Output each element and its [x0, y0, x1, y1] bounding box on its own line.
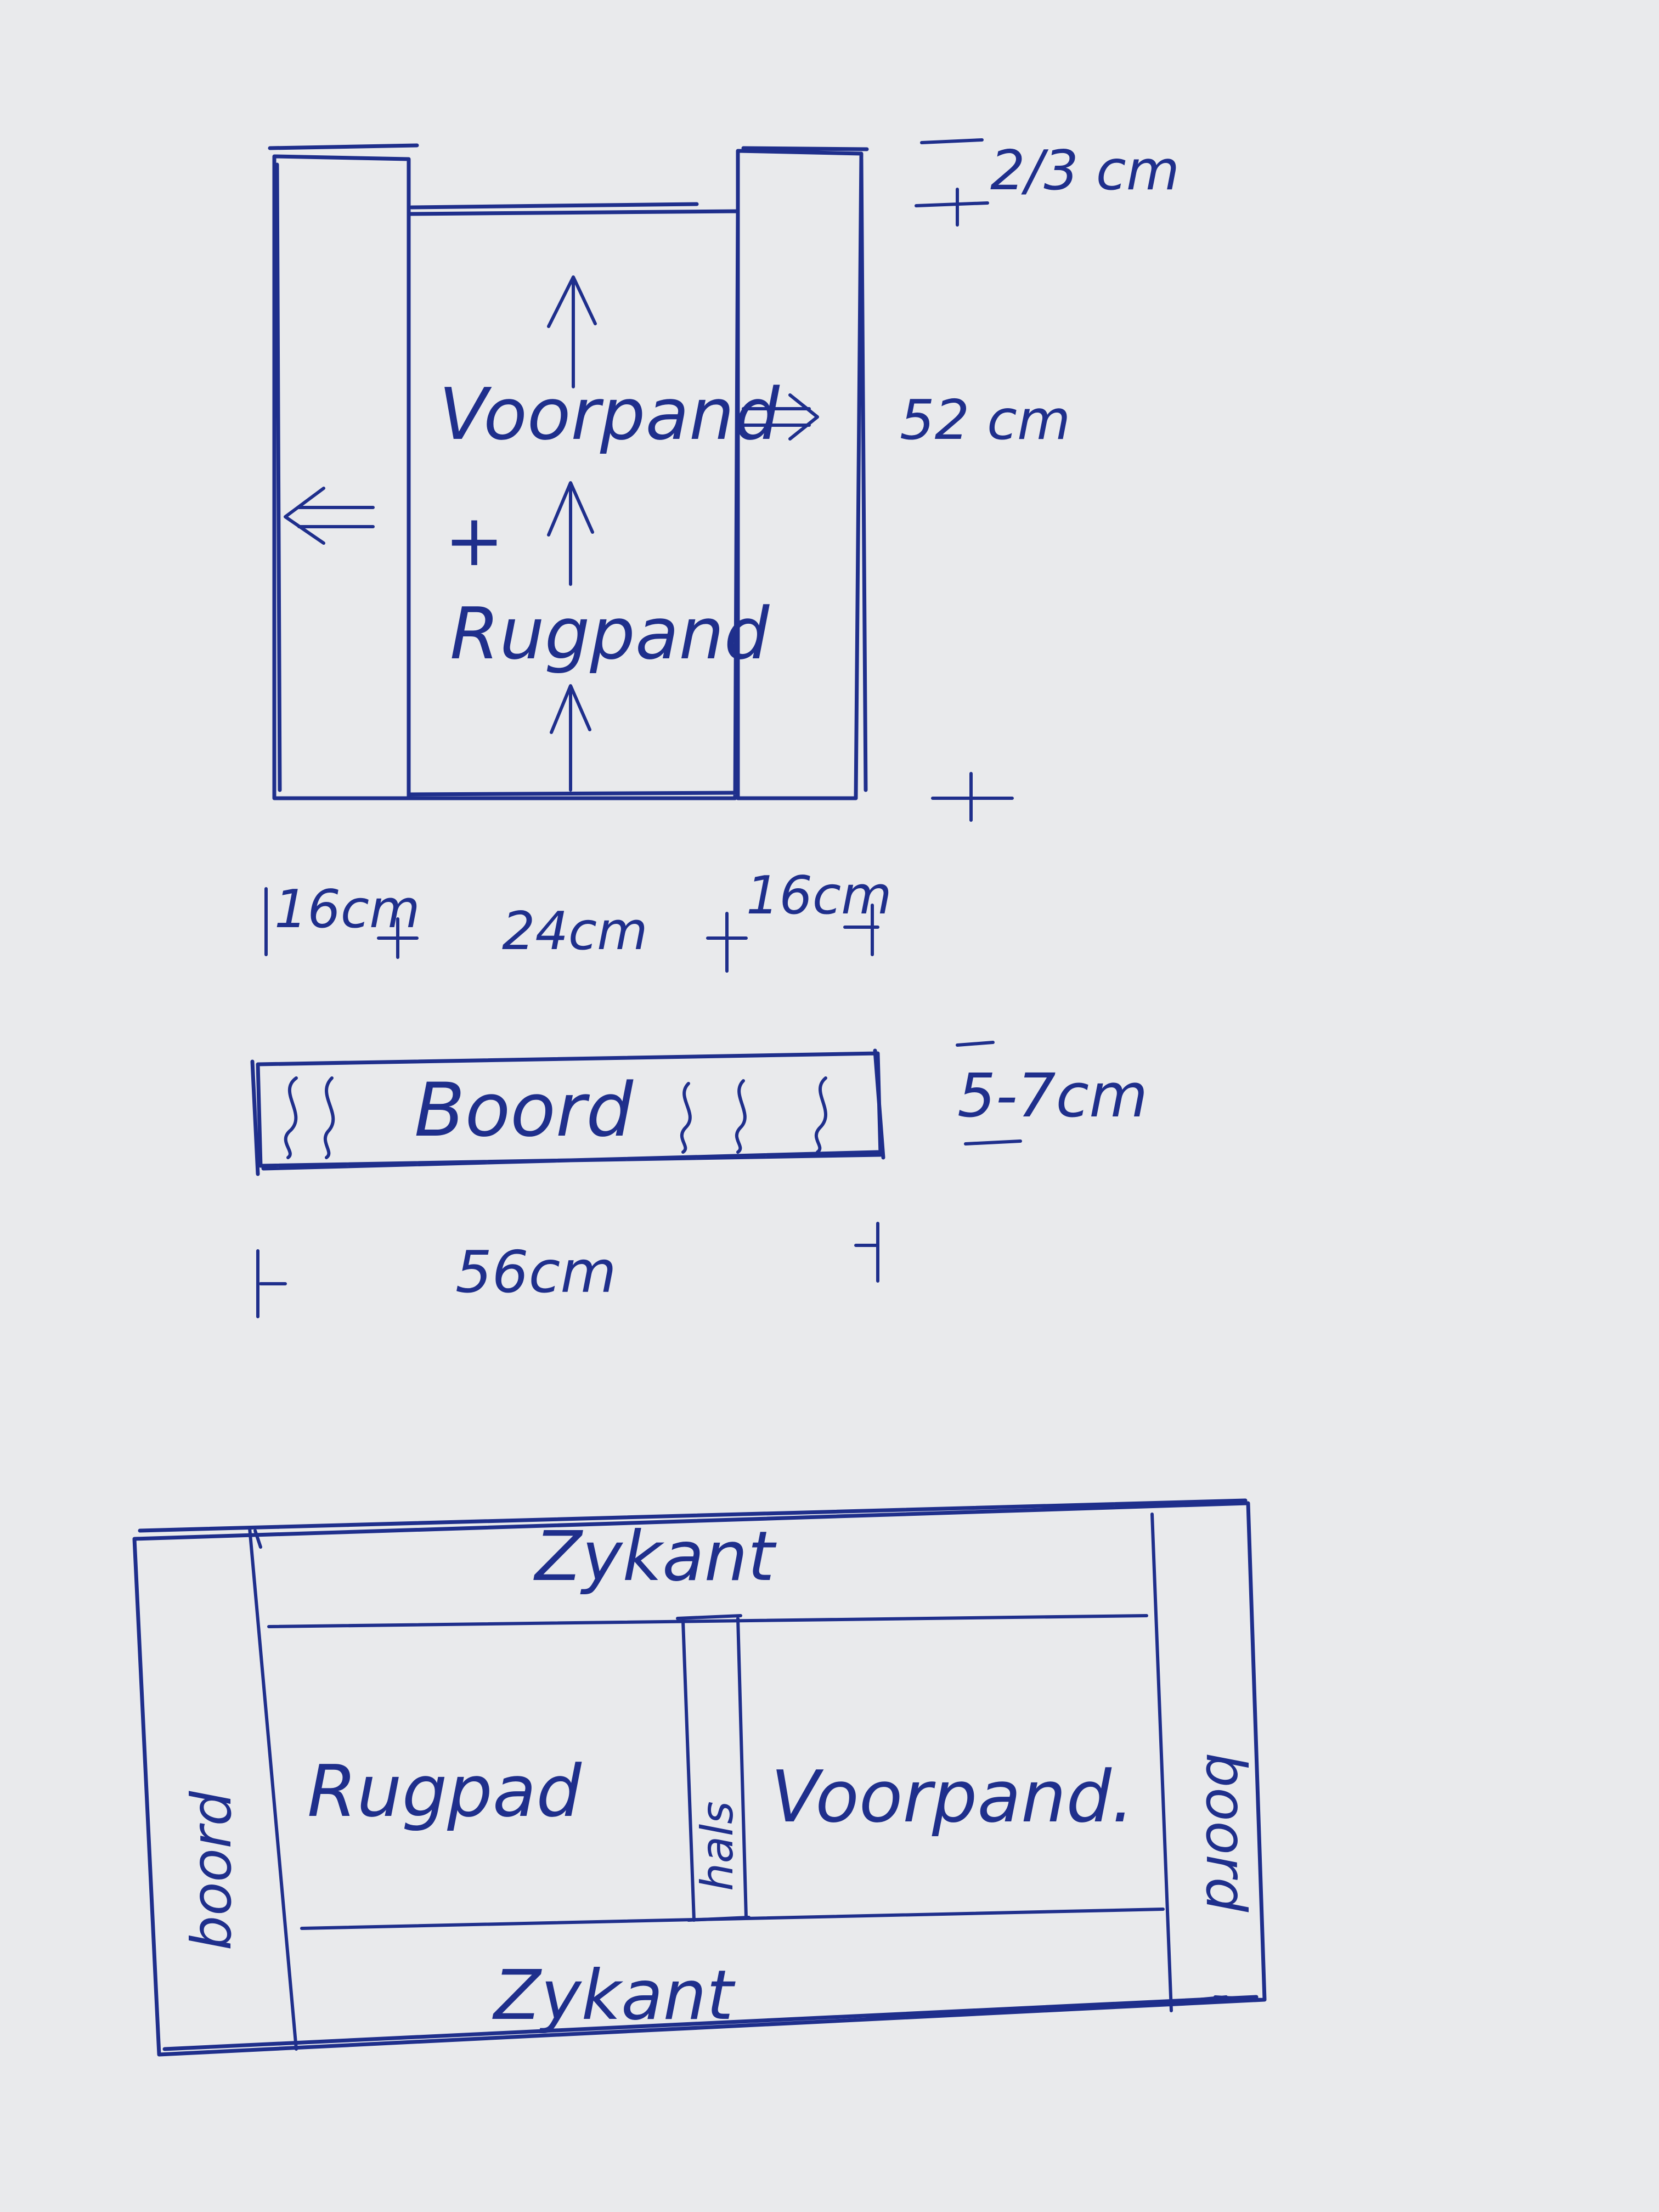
band-label: Boord	[414, 1067, 634, 1153]
right-width-label: 16cm	[746, 866, 892, 926]
right-band-column	[1150, 1513, 1263, 2012]
band-height-label: 5-7cm	[957, 1060, 1148, 1131]
left-band-column	[248, 1526, 298, 2051]
assembly-outline	[132, 1498, 1267, 2057]
right-band-label: boord	[1194, 1753, 1258, 1912]
center-width-label: 24cm	[502, 901, 648, 962]
top-offset-label: 2/3 cm	[990, 138, 1180, 202]
right-side-panel	[736, 146, 869, 800]
assembly-diagram: Zykant Zykant Rugpad Voorpand. hals boor…	[132, 1498, 1267, 2057]
back-panel-label: Rugpad	[307, 1750, 582, 1833]
width-tick-marks	[264, 887, 879, 973]
left-double-arrow-icon	[284, 487, 375, 545]
neck-label: hals	[692, 1801, 743, 1891]
front-panel-label: Voorpand.	[771, 1755, 1134, 1838]
height-plus-mark	[931, 772, 1014, 822]
up-arrow-icon	[547, 481, 594, 586]
left-side-panel	[268, 143, 419, 800]
left-width-label: 16cm	[274, 879, 420, 940]
top-strip-divider	[267, 1614, 1148, 1628]
up-arrow-icon	[547, 275, 597, 388]
band-length-label: 56cm	[455, 1239, 617, 1306]
left-band-label: boord	[179, 1791, 244, 1950]
height-label: 52 cm	[900, 388, 1070, 452]
top-pattern: Voorpand + Rugpand 2/3 cm 52 cm 16cm 24c…	[264, 138, 1180, 973]
offset-tick-marks	[915, 138, 989, 227]
top-strip-label: Zykant	[533, 1517, 777, 1596]
neck-column	[676, 1614, 751, 1922]
center-label-top: Voorpand	[439, 373, 780, 456]
band-length-ticks	[256, 1222, 879, 1318]
right-double-arrow-icon	[742, 393, 819, 441]
plus-sign: +	[444, 499, 504, 582]
band-rectangle	[250, 1048, 885, 1176]
bottom-strip-label: Zykant	[492, 1956, 736, 2035]
rib-squiggles	[284, 1076, 827, 1159]
up-arrow-icon	[550, 684, 591, 792]
center-panel	[407, 202, 740, 800]
band-height-ticks	[956, 1041, 1022, 1146]
center-label-bottom: Rugpand	[450, 592, 770, 675]
band-pattern: Boord 5-7cm 56cm	[250, 1041, 1148, 1318]
